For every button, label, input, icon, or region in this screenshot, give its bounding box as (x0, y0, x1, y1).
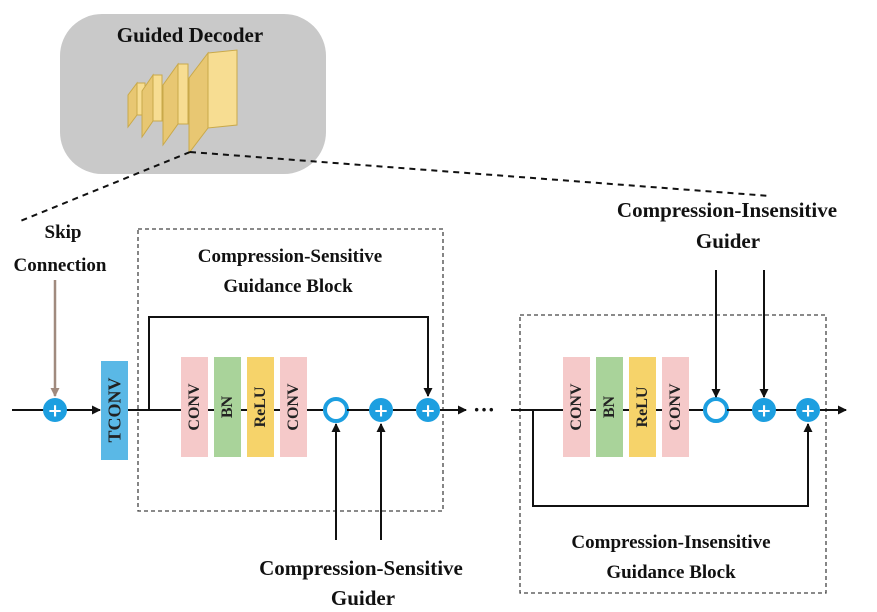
add-node-circle (752, 398, 776, 422)
svg-text:CONV: CONV (285, 383, 302, 431)
skip-connection-label: Skip Connection (14, 222, 107, 276)
sensitive-block-frame (137, 228, 444, 512)
conv-layer (181, 357, 208, 457)
svg-text:Connection: Connection (14, 255, 107, 276)
plus-icon: + (800, 401, 815, 422)
insensitive-block-title: Guidance Block (606, 562, 736, 583)
insensitive-guider-label: Compression-Insensitive (617, 198, 837, 222)
feature-map (207, 49, 238, 129)
tconv-block (101, 361, 128, 460)
sensitive-block-title: Guidance Block (223, 276, 353, 297)
ellipsis: ··· (473, 397, 495, 422)
multiply-node (323, 397, 349, 423)
tconv-label: TCONV (105, 377, 125, 442)
svg-text:Skip: Skip (45, 222, 82, 243)
svg-text:ReLU: ReLU (252, 386, 269, 427)
svg-text:BN: BN (219, 395, 236, 418)
relu-layer (629, 357, 656, 457)
residual-arrow (148, 316, 433, 410)
svg-text:CONV: CONV (568, 383, 585, 431)
feature-map (177, 63, 189, 125)
sensitive-guider-label: Guider (331, 586, 395, 610)
bn-layer (596, 357, 623, 457)
guided-decoder-panel: Guided Decoder (60, 14, 326, 174)
decoder-title: Guided Decoder (117, 23, 263, 47)
svg-text:CONV: CONV (667, 383, 684, 431)
sensitive-guider-label: Compression-Sensitive (259, 556, 463, 580)
feature-map (152, 74, 163, 122)
feature-maps (127, 49, 238, 155)
add-node: + (416, 398, 440, 422)
svg-text:ReLU: ReLU (634, 386, 651, 427)
conv-layer (662, 357, 689, 457)
insensitive-block-frame (519, 314, 827, 594)
add-node-circle (369, 398, 393, 422)
insensitive-block-title: Compression-Insensitive (571, 532, 770, 553)
add-node-circle (43, 398, 67, 422)
sensitive-layers: CONV BN ReLU CONV (181, 357, 307, 457)
residual-arrow (532, 410, 813, 507)
add-node: + (752, 398, 776, 422)
plus-icon: + (420, 401, 435, 422)
insensitive-layers: CONV BN ReLU CONV (563, 357, 689, 457)
add-node-circle (416, 398, 440, 422)
multiply-node (703, 397, 729, 423)
add-node: + (43, 398, 67, 422)
add-node: + (796, 398, 820, 422)
add-node: + (369, 398, 393, 422)
adder-nodes: + + + + + (43, 398, 820, 422)
plus-icon: + (756, 401, 771, 422)
svg-text:CONV: CONV (186, 383, 203, 431)
plus-icon: + (47, 401, 62, 422)
conv-layer (280, 357, 307, 457)
add-node-circle (796, 398, 820, 422)
zoom-line-right (189, 151, 771, 197)
sensitive-block-title: Compression-Sensitive (198, 246, 382, 267)
plus-icon: + (373, 401, 388, 422)
conv-layer (563, 357, 590, 457)
bn-layer (214, 357, 241, 457)
insensitive-guider-label: Guider (696, 229, 760, 253)
zoom-line-left (17, 151, 191, 223)
svg-text:BN: BN (601, 395, 618, 418)
relu-layer (247, 357, 274, 457)
